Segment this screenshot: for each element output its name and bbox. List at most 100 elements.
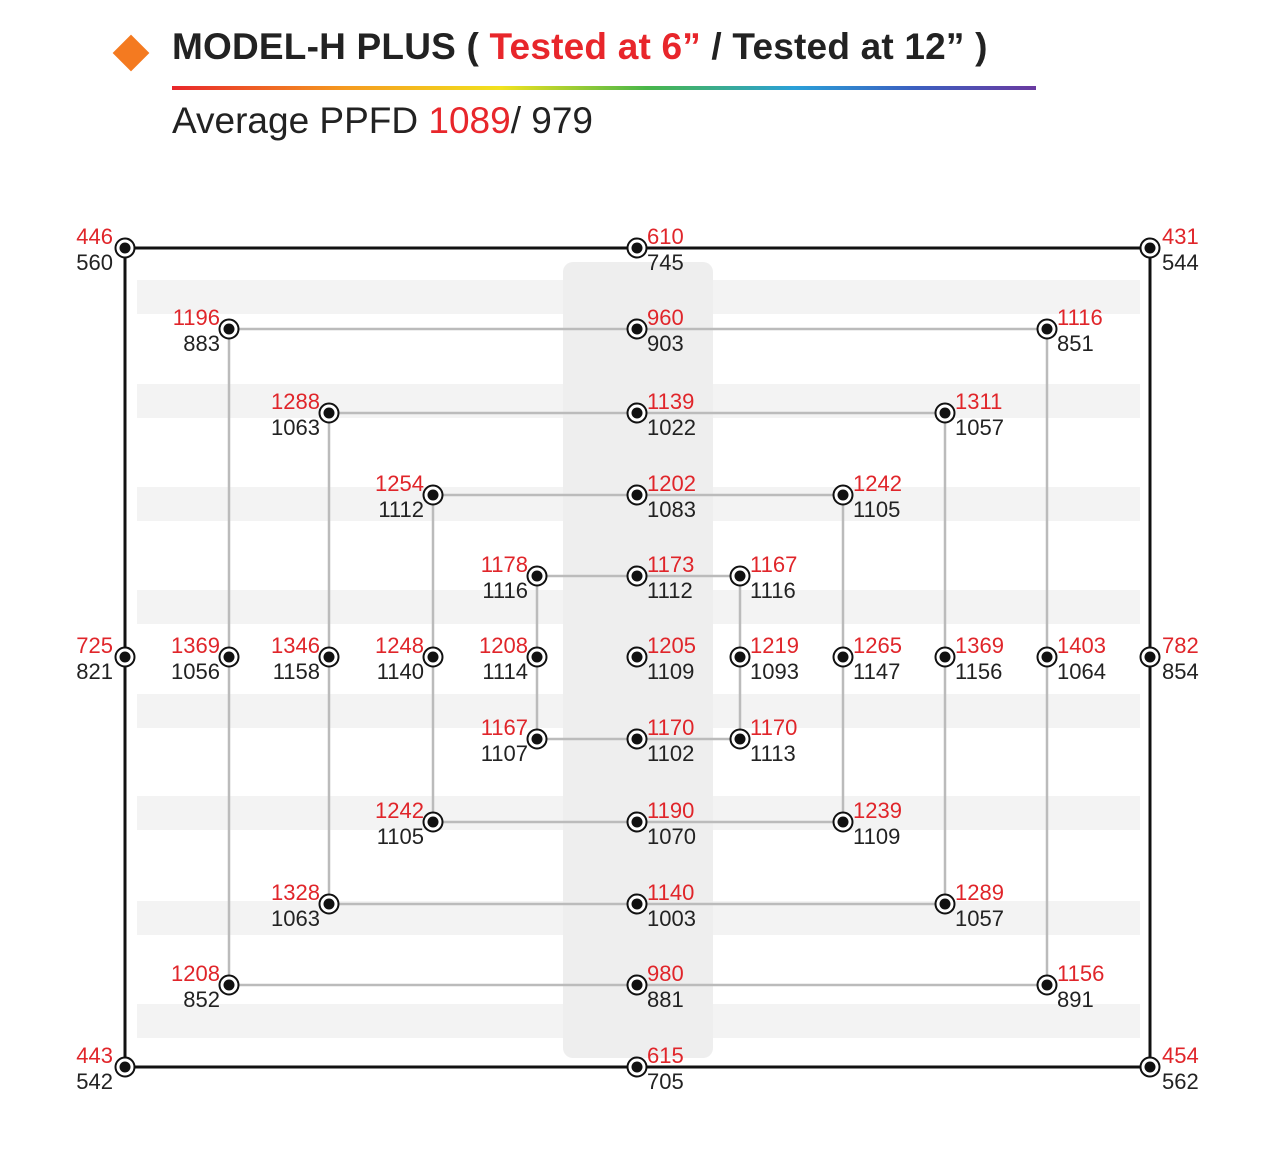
value-12in: 851 [1057, 331, 1094, 356]
value-12in: 883 [183, 331, 220, 356]
point-dot [631, 651, 643, 663]
value-6in: 610 [647, 224, 684, 249]
value-6in: 1239 [853, 798, 902, 823]
value-12in: 852 [183, 987, 220, 1012]
value-6in: 1346 [271, 633, 320, 658]
point-dot [223, 323, 235, 335]
point-dot [734, 651, 746, 663]
led-bar-left [137, 487, 567, 521]
value-6in: 782 [1162, 633, 1199, 658]
led-bar-left [137, 796, 567, 830]
led-bar-left [137, 901, 567, 935]
point-dot [631, 979, 643, 991]
value-6in: 615 [647, 1043, 684, 1068]
value-12in: 1105 [377, 824, 424, 849]
led-bar-right [712, 694, 1140, 728]
value-6in: 960 [647, 305, 684, 330]
value-12in: 1070 [647, 824, 696, 849]
average-ppfd-label: Average PPFD [172, 100, 429, 141]
paren-close: ) [964, 26, 988, 67]
value-12in: 903 [647, 331, 684, 356]
led-bar-right [712, 280, 1140, 314]
value-12in: 705 [647, 1069, 684, 1094]
value-6in: 1205 [647, 633, 696, 658]
led-bar-left [137, 694, 567, 728]
point-dot [837, 816, 849, 828]
value-12in: 1158 [273, 659, 320, 684]
value-12in: 1114 [482, 659, 528, 684]
value-6in: 1403 [1057, 633, 1106, 658]
page-title: MODEL-H PLUS ( Tested at 6” / Tested at … [172, 26, 988, 68]
point-dot [631, 489, 643, 501]
value-6in: 980 [647, 961, 684, 986]
point-dot [119, 242, 131, 254]
value-12in: 1057 [955, 415, 1004, 440]
value-6in: 1288 [271, 389, 320, 414]
value-12in: 1056 [171, 659, 220, 684]
average-ppfd: Average PPFD 1089/ 979 [172, 100, 593, 142]
value-12in: 1109 [853, 824, 900, 849]
value-12in: 891 [1057, 987, 1094, 1012]
point-dot [323, 898, 335, 910]
value-6in: 443 [76, 1043, 113, 1068]
point-dot [1144, 651, 1156, 663]
point-dot [939, 898, 951, 910]
point-dot [631, 242, 643, 254]
value-6in: 1265 [853, 633, 902, 658]
point-dot [531, 733, 543, 745]
paren-open: ( [456, 26, 490, 67]
point-dot [531, 570, 543, 582]
value-6in: 1242 [853, 471, 902, 496]
point-dot [323, 407, 335, 419]
value-6in: 1116 [1057, 305, 1103, 330]
point-dot [531, 651, 543, 663]
value-6in: 1219 [750, 633, 799, 658]
point-dot [427, 489, 439, 501]
value-6in: 1178 [481, 552, 528, 577]
average-ppfd-6: 1089 [428, 100, 511, 141]
led-bar-right [712, 1004, 1140, 1038]
value-6in: 1170 [647, 715, 694, 740]
point-dot [1041, 651, 1053, 663]
value-12in: 821 [76, 659, 113, 684]
light-fixture [137, 262, 1140, 1058]
value-12in: 542 [76, 1069, 113, 1094]
point-dot [631, 407, 643, 419]
value-6in: 1170 [750, 715, 797, 740]
led-bar-right [712, 590, 1140, 624]
value-12in: 544 [1162, 250, 1199, 275]
point-dot [1041, 979, 1053, 991]
value-12in: 1112 [378, 497, 424, 522]
value-6in: 1190 [647, 798, 694, 823]
value-6in: 1369 [955, 633, 1004, 658]
value-12in: 562 [1162, 1069, 1199, 1094]
value-12in: 1064 [1057, 659, 1106, 684]
value-6in: 446 [76, 224, 113, 249]
led-bar-right [712, 487, 1140, 521]
value-6in: 1167 [481, 715, 528, 740]
point-dot [1144, 242, 1156, 254]
model-name: MODEL-H PLUS [172, 26, 457, 67]
value-6in: 1254 [375, 471, 424, 496]
